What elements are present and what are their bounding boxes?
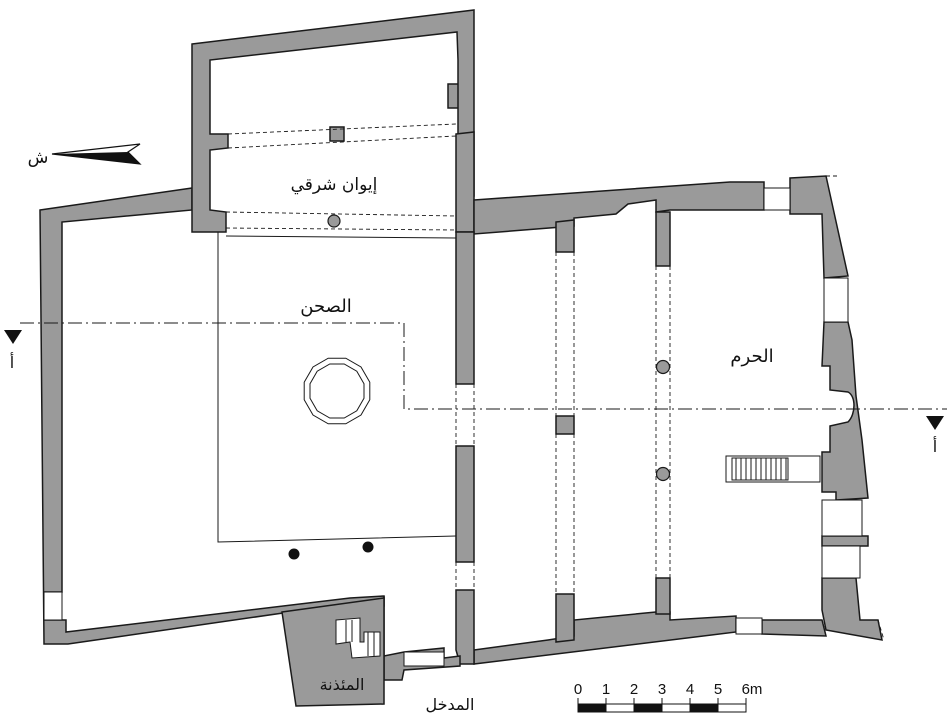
pier-south-1 <box>555 593 575 643</box>
scale-label: 1 <box>602 681 610 698</box>
openings <box>43 187 863 667</box>
iwan-column <box>327 214 341 228</box>
walls <box>39 9 883 707</box>
section-line <box>4 322 947 430</box>
scale-label: 0 <box>574 681 582 698</box>
courtyard-label: الصحن <box>300 296 351 317</box>
haram-label: الحرم <box>730 346 773 367</box>
entrance-wall <box>383 596 461 681</box>
east-window-3 <box>821 545 861 579</box>
entrance-label: المدخل <box>426 695 475 714</box>
pier-center <box>555 415 575 435</box>
east-window-1 <box>823 277 849 323</box>
scale-label: 6m <box>742 681 763 698</box>
fountain-outer <box>303 357 371 425</box>
west-window <box>43 591 63 621</box>
entrance-threshold <box>403 651 445 667</box>
qibla-wall <box>821 321 869 501</box>
minaret-label: المئذنة <box>320 675 365 694</box>
scale-label: 5 <box>714 681 722 698</box>
southeast-corner <box>821 577 883 641</box>
iwan-block-wall <box>191 9 475 233</box>
scale-label: 2 <box>630 681 638 698</box>
scale-label: 4 <box>686 681 694 698</box>
scale-bar: 0 1 2 3 4 5 6m <box>574 681 763 713</box>
haram-northeast-wall <box>789 175 849 279</box>
minbar-stairs <box>725 455 821 483</box>
scale-label: 3 <box>658 681 666 698</box>
east-window-2 <box>821 499 863 537</box>
pier-north-1 <box>555 219 575 253</box>
arcade-wall-south <box>455 589 475 665</box>
fountain-inner <box>309 363 365 419</box>
arcade-wall-north <box>455 231 475 385</box>
haram-column-2 <box>655 466 671 482</box>
interior-lines <box>217 123 885 641</box>
north-window <box>763 187 791 211</box>
pier-south-2 <box>655 577 671 615</box>
north-label: ش <box>28 148 49 168</box>
north-arrow-icon <box>51 143 142 165</box>
east-iwan-label: إيوان شرقي <box>291 175 378 195</box>
haram-column-1 <box>655 359 671 375</box>
courtyard-column-1 <box>288 548 300 560</box>
section-marker-left <box>4 330 22 344</box>
courtyard-column-2 <box>362 541 374 553</box>
pier-north-2 <box>655 211 671 267</box>
south-window <box>735 617 763 635</box>
features <box>288 214 821 659</box>
arcade-wall-middle <box>455 445 475 563</box>
section-label-left: أ <box>10 352 14 372</box>
minaret-stair <box>335 617 381 659</box>
east-lower-wall <box>821 535 869 547</box>
section-marker-right <box>926 416 944 430</box>
haram-south-wall <box>473 611 737 665</box>
haram-south-wall-east <box>761 619 827 637</box>
iwan-pier <box>329 126 345 142</box>
iwan-east-jamb <box>455 131 475 233</box>
haram-north-wall <box>473 181 765 235</box>
section-label-right: أ <box>933 436 937 456</box>
courtyard-west-wall <box>39 187 385 645</box>
